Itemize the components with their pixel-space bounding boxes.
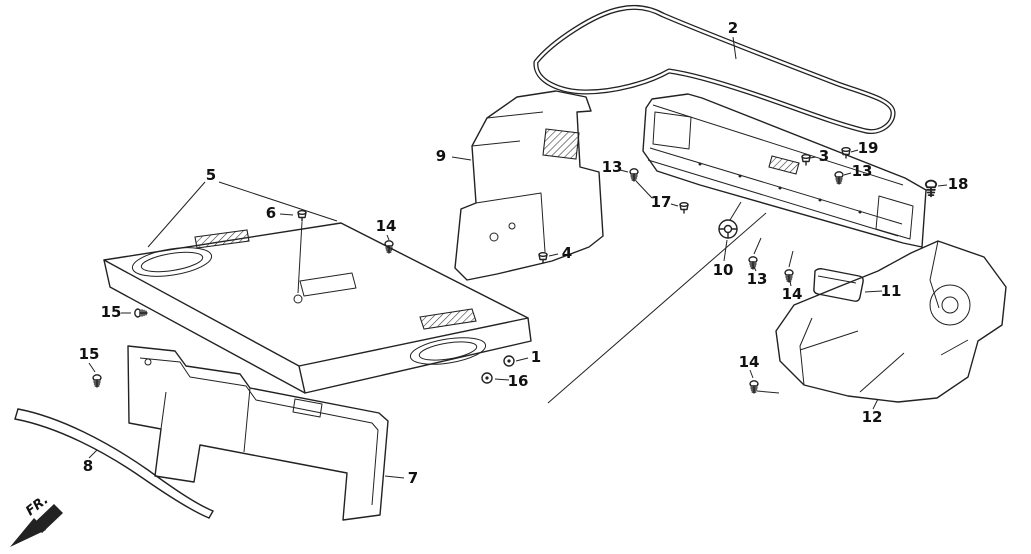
part-callout-1: 1	[531, 348, 541, 366]
clip-3	[801, 153, 811, 166]
clip-4	[538, 251, 548, 264]
screw-14-b	[784, 269, 794, 283]
screw-13-b	[834, 171, 844, 185]
screw-18	[924, 179, 938, 198]
part-callout-2: 2	[728, 19, 738, 37]
plug-6	[297, 209, 307, 222]
rear-bulkhead-bracket	[454, 90, 604, 281]
screw-14-c	[749, 380, 759, 394]
screw-15-b	[92, 374, 102, 388]
part-callout-16: 16	[508, 372, 529, 390]
part-callout-15-b: 15	[79, 345, 100, 363]
screw-13-a	[629, 168, 639, 182]
grommet-10	[718, 219, 738, 239]
part-callout-7: 7	[408, 469, 418, 487]
part-callout-13-a: 13	[602, 158, 623, 176]
alignment-line	[547, 212, 767, 404]
trunk-side-lining	[775, 240, 1007, 403]
part-callout-19: 19	[858, 139, 879, 157]
part-callout-17: 17	[651, 193, 672, 211]
fr-direction-indicator: FR.	[10, 493, 63, 547]
parcel-shelf	[103, 222, 532, 394]
part-callout-9: 9	[436, 147, 446, 165]
grommet-16	[481, 372, 493, 384]
part-callout-14-b: 14	[782, 285, 803, 303]
part-callout-13-b: 13	[852, 162, 873, 180]
part-callout-12: 12	[862, 408, 883, 426]
part-callout-13-c: 13	[747, 270, 768, 288]
access-lid	[813, 268, 864, 302]
part-callout-8: 8	[83, 457, 93, 475]
part-callout-14-a: 14	[376, 217, 397, 235]
grommet-1	[503, 355, 515, 367]
part-callouts: 2 9 13 3 19 13 18 17 5 6 14 4 10 13 14 1…	[79, 19, 969, 487]
weatherstrip-seal	[533, 4, 896, 135]
bulkhead-frame	[127, 345, 389, 521]
screw-14-a	[384, 240, 394, 254]
rear-panel	[642, 93, 927, 248]
part-callout-14-c: 14	[739, 353, 760, 371]
part-callout-5: 5	[206, 166, 216, 184]
trim-strip	[14, 408, 214, 519]
part-callout-3: 3	[819, 147, 829, 165]
part-callout-15-a: 15	[101, 303, 122, 321]
leader-lines	[88, 36, 948, 479]
fr-arrow-shaft	[33, 504, 63, 533]
part-callout-6: 6	[266, 204, 276, 222]
part-callout-11: 11	[881, 282, 902, 300]
screw-13-c	[748, 256, 758, 270]
part-callout-18: 18	[948, 175, 969, 193]
clip-17	[679, 201, 689, 214]
screw-15-a	[134, 308, 148, 318]
part-callout-4: 4	[562, 244, 572, 262]
part-callout-10: 10	[713, 261, 734, 279]
